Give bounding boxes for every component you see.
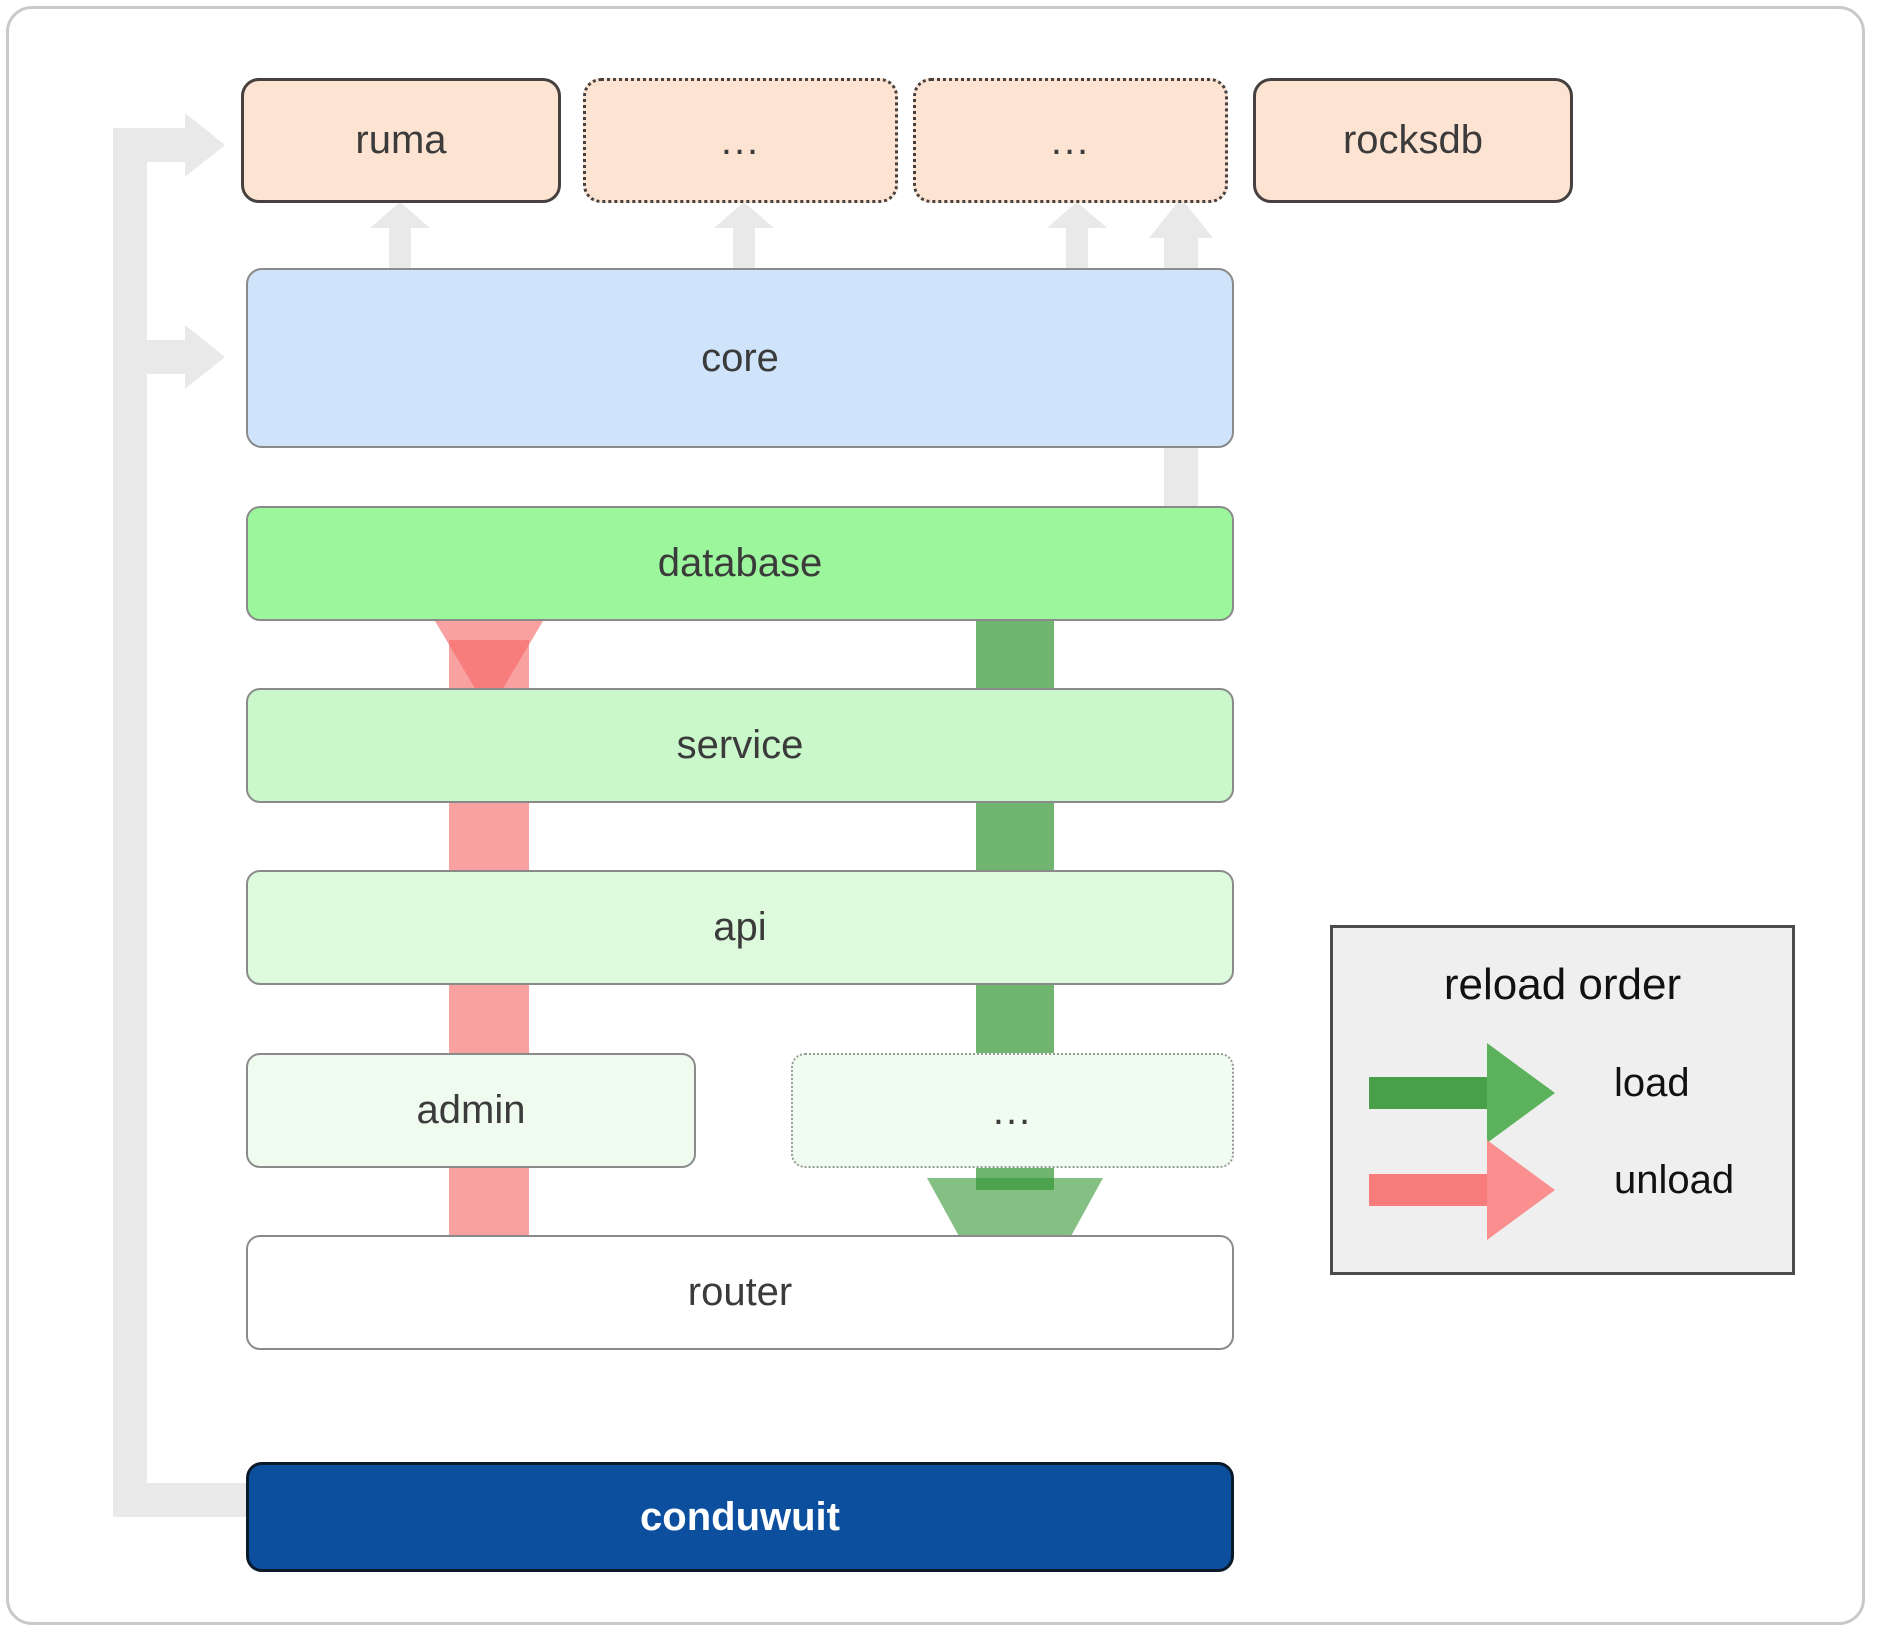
root-label-conduwuit: conduwuit — [640, 1494, 840, 1539]
legend-label-unload: unload — [1614, 1158, 1735, 1202]
dependency-label-rocksdb: rocksdb — [1342, 118, 1484, 162]
layer-label-api: api — [713, 905, 767, 949]
arrow-shaft — [389, 224, 411, 272]
dependency-label-placeholder-2: ... — [1050, 118, 1091, 163]
connector-to-ruma-arrowhead — [185, 113, 225, 177]
layer-box-core[interactable]: core — [246, 268, 1234, 448]
connector-to-core-arrowhead — [185, 325, 225, 389]
dependency-box-rocksdb[interactable]: rocksdb — [1253, 78, 1573, 203]
layer-box-admin[interactable]: admin — [246, 1053, 696, 1168]
layer-box-placeholder[interactable]: ... — [791, 1053, 1234, 1168]
arrow-shaft — [733, 224, 755, 272]
legend-load-arrow-head — [1487, 1043, 1555, 1143]
arrowhead-up-icon — [714, 202, 774, 228]
layer-box-service[interactable]: service — [246, 688, 1234, 803]
connector-to-ruma-stem — [113, 128, 193, 162]
connector-left-bottom-horizontal — [113, 1483, 248, 1517]
legend-row-unload: unload — [1369, 1140, 1769, 1250]
dependency-box-ruma[interactable]: ruma — [241, 78, 561, 203]
legend-unload-arrow-head — [1487, 1140, 1555, 1240]
layer-label-placeholder: ... — [992, 1088, 1033, 1133]
layer-label-database: database — [657, 541, 823, 585]
dependency-label-placeholder-1: ... — [720, 118, 761, 163]
legend-row-load: load — [1369, 1043, 1769, 1153]
legend-label-load: load — [1614, 1061, 1690, 1105]
dependency-box-placeholder-1[interactable]: ... — [583, 78, 898, 203]
arrow-shaft — [1066, 224, 1088, 272]
arrow-core-to-ruma — [370, 202, 430, 272]
legend-panel: reload order load unload — [1330, 925, 1795, 1275]
arrow-core-to-dep3 — [1047, 202, 1107, 272]
layer-box-api[interactable]: api — [246, 870, 1234, 985]
arrow-core-to-dep2 — [714, 202, 774, 272]
connector-left-vertical — [113, 128, 147, 1517]
layer-label-router: router — [687, 1270, 793, 1314]
layer-label-core: core — [701, 335, 779, 380]
connector-database-to-rocksdb-arrowhead — [1149, 198, 1213, 238]
dependency-label-ruma: ruma — [355, 118, 447, 162]
dependency-box-placeholder-2[interactable]: ... — [913, 78, 1228, 203]
root-box-conduwuit[interactable]: conduwuit — [246, 1462, 1234, 1572]
connector-to-core-stem — [113, 340, 193, 374]
layer-box-router[interactable]: router — [246, 1235, 1234, 1350]
legend-title: reload order — [1443, 960, 1682, 1009]
layer-label-service: service — [676, 723, 804, 767]
layer-box-database[interactable]: database — [246, 506, 1234, 621]
layer-label-admin: admin — [416, 1088, 526, 1132]
arrowhead-up-icon — [1047, 202, 1107, 228]
diagram-frame — [6, 6, 1865, 1625]
arrowhead-up-icon — [370, 202, 430, 228]
